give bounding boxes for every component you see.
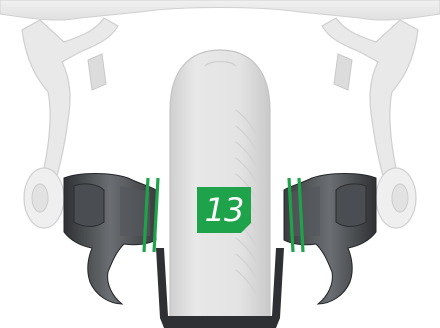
right-brake-pad-arm (284, 174, 376, 305)
step-number-badge: 13 (197, 187, 251, 233)
step-number: 13 (197, 190, 251, 230)
left-brake-pad-arm (64, 174, 156, 305)
